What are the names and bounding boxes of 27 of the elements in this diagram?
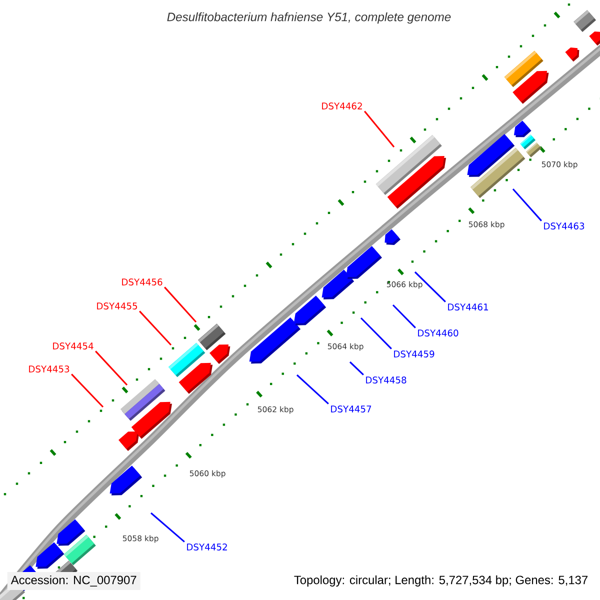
gene-label: DSY4463: [544, 222, 584, 230]
leader-line: [71, 374, 104, 408]
title: Desulfitobacterium hafniense Y51, complete genome: [167, 12, 451, 24]
gene-label: DSY4452: [187, 544, 227, 550]
leader-line: [512, 188, 542, 222]
gene-label: DSY4462: [322, 102, 362, 110]
leader-line: [296, 374, 329, 404]
leader-line: [139, 310, 172, 346]
gene-label: DSY4460: [418, 330, 458, 336]
leader-line: [164, 286, 197, 323]
gene-label: DSY4456: [122, 278, 162, 286]
gene-label: DSY4455: [97, 302, 138, 310]
gene-label: DSY4459: [394, 350, 434, 358]
gene-label: DSY4457: [331, 406, 372, 412]
leader-line: [95, 350, 128, 386]
leader-line: [150, 512, 185, 542]
gene-label: DSY4453: [29, 366, 70, 372]
leader-line: [349, 361, 364, 376]
genome-summary: Topology: circular; Length: 5,727,534 bp; Genes: 5,137: [290, 572, 592, 590]
gene-label: DSY4461: [448, 304, 488, 310]
leader-line: [392, 304, 416, 328]
gene-label: DSY4458: [366, 376, 406, 384]
leader-line: [414, 271, 446, 302]
leader-line: [364, 110, 395, 148]
leader-line: [360, 317, 392, 350]
gene-label: DSY4454: [53, 342, 94, 350]
accession-label: Accession: NC_007907: [7, 572, 140, 590]
